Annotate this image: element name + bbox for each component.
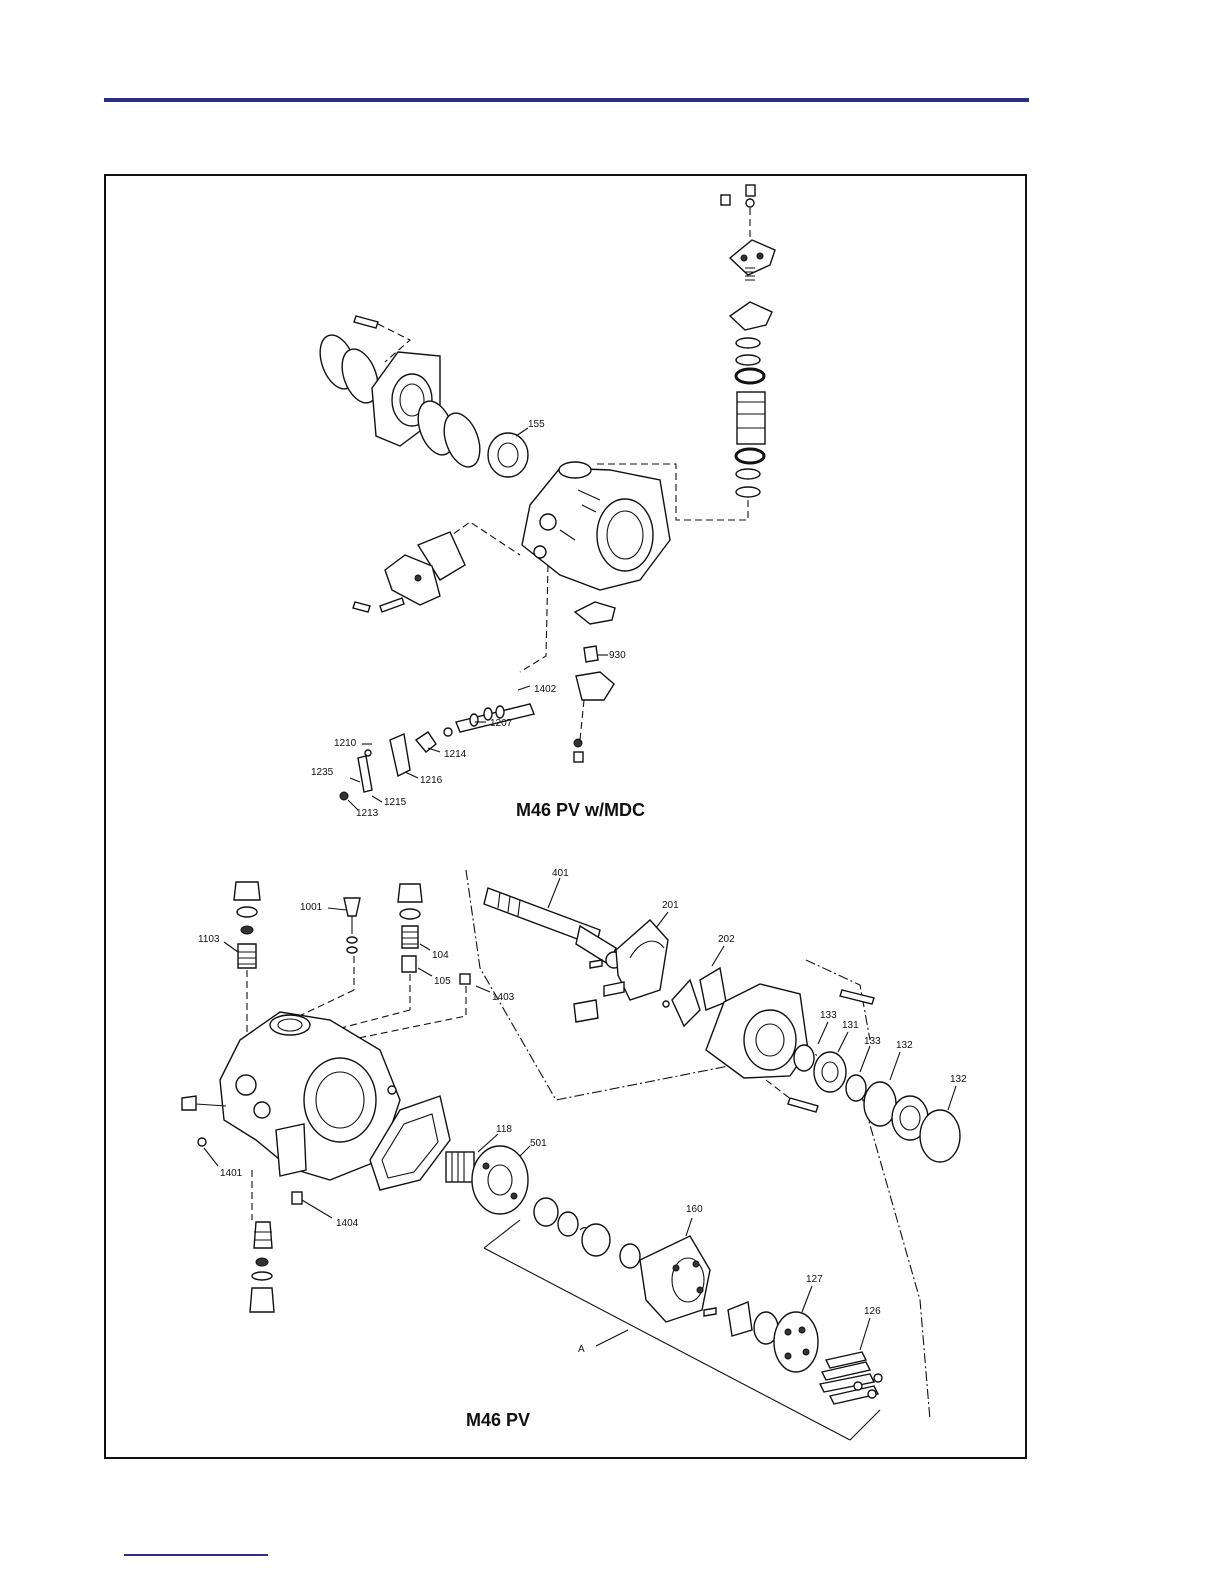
callout-127: 127 (806, 1274, 823, 1285)
callout-118: 118 (496, 1124, 512, 1135)
mdc-leaders (348, 655, 608, 810)
pv-shaft-assembly (484, 888, 726, 1026)
callout-A: A (578, 1344, 585, 1355)
callout-930: 930 (609, 650, 626, 661)
figure-pv: 401 201 202 1001 1103 104 105 1403 133 1… (182, 868, 967, 1440)
mdc-shaft-parts (340, 565, 614, 800)
callout-1401: 1401 (220, 1168, 243, 1179)
callout-501: 501 (530, 1138, 547, 1149)
figure-title-pv: M46 PV (466, 1410, 530, 1430)
pv-cylinder-kit (484, 1198, 882, 1440)
callout-1210: 1210 (334, 738, 357, 749)
callout-155: 155 (528, 419, 545, 430)
callout-132-b: 132 (950, 1074, 967, 1085)
mdc-housing (522, 462, 670, 624)
callout-160: 160 (686, 1204, 703, 1215)
callout-105: 105 (434, 976, 451, 987)
callout-401: 401 (552, 868, 569, 879)
footer-rule (124, 1554, 268, 1556)
pv-bearing-rings (794, 1045, 960, 1162)
callout-1215: 1215 (384, 797, 407, 808)
callout-1103: 1103 (198, 934, 220, 945)
callout-1403: 1403 (492, 992, 515, 1003)
mdc-control-stack (596, 185, 775, 520)
callout-104: 104 (432, 950, 449, 961)
callout-133-a: 133 (820, 1010, 837, 1021)
callout-126: 126 (864, 1306, 881, 1317)
piston-set (820, 1352, 882, 1404)
callout-1213: 1213 (356, 808, 379, 819)
figure-mdc: 155 930 1402 1207 1210 1214 1216 1235 12… (311, 185, 775, 820)
callout-132-a: 132 (896, 1040, 913, 1051)
callout-1001: 1001 (300, 902, 323, 913)
mdc-linkage (353, 522, 520, 612)
callout-201: 201 (662, 900, 679, 911)
callout-1235: 1235 (311, 767, 334, 778)
callout-1216: 1216 (420, 775, 443, 786)
callout-1404: 1404 (336, 1218, 359, 1229)
figure-title-mdc: M46 PV w/MDC (516, 800, 645, 820)
callout-1214: 1214 (444, 749, 467, 760)
callout-133-b: 133 (864, 1036, 881, 1047)
callout-1402: 1402 (534, 684, 557, 695)
callout-202: 202 (718, 934, 735, 945)
mdc-left-parts (313, 316, 528, 477)
callout-131: 131 (842, 1020, 859, 1031)
pv-lower-valve (250, 1222, 274, 1312)
pv-housing (182, 1012, 400, 1220)
callout-1207: 1207 (490, 718, 513, 729)
